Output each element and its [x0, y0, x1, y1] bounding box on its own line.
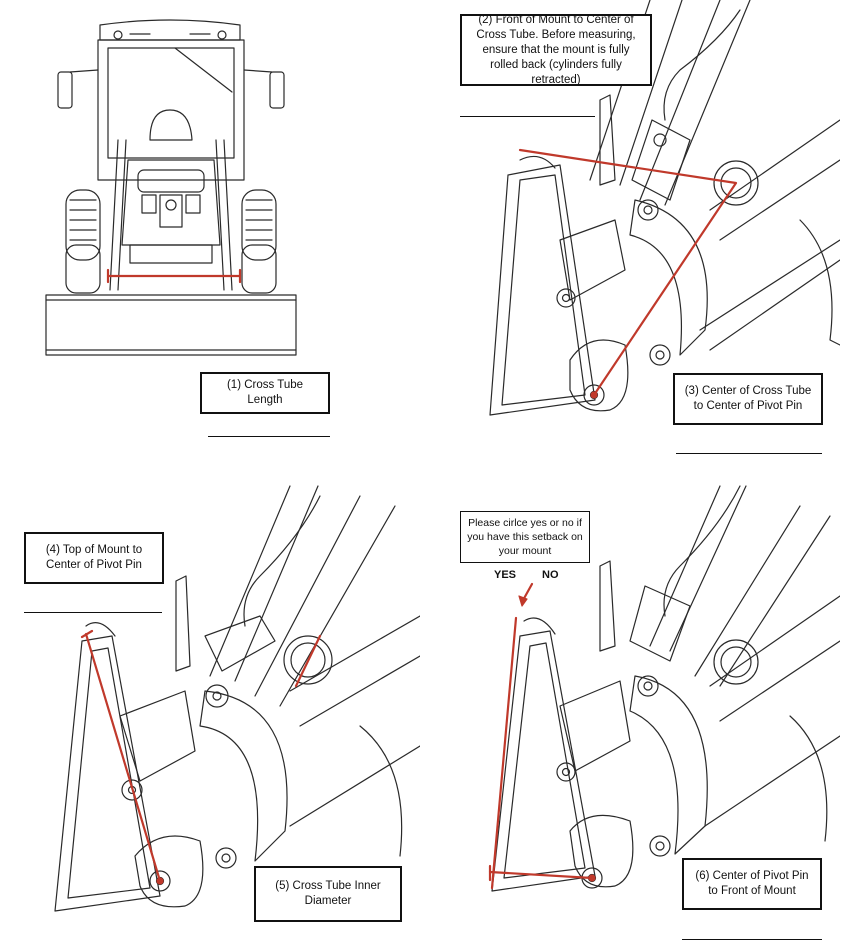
tractor-front-illustration: [45, 19, 297, 356]
front-mount-cross-tube-label: (2) Front of Mount to Center of Cross Tu…: [460, 14, 652, 86]
top-mount-pivot-pin-answer-line[interactable]: [24, 612, 162, 613]
loader-mount-illustration-1: [489, 0, 840, 416]
panel-mount-side-top: (2) Front of Mount to Center of Cross Tu…: [420, 0, 840, 475]
pivot-pin-front-mount-answer-line[interactable]: [682, 939, 822, 940]
panel-cross-tube-length: (1) Cross Tube Length: [0, 0, 420, 475]
loader-mount-illustration-2: [54, 485, 420, 912]
pivot-pin-front-mount-label: (6) Center of Pivot Pin to Front of Moun…: [682, 858, 822, 910]
cross-tube-length-answer-line[interactable]: [208, 436, 330, 437]
front-mount-cross-tube-answer-line[interactable]: [460, 116, 595, 117]
cross-tube-length-label: (1) Cross Tube Length: [200, 372, 330, 414]
cross-tube-pivot-pin-label: (3) Center of Cross Tube to Center of Pi…: [673, 373, 823, 425]
panel-mount-side-bottom-left: (4) Top of Mount to Center of Pivot Pin …: [0, 476, 420, 951]
top-mount-pivot-pin-label: (4) Top of Mount to Center of Pivot Pin: [24, 532, 164, 584]
loader-mount-illustration-3: [488, 485, 840, 892]
setback-question-box: Please cirlce yes or no if you have this…: [460, 511, 590, 563]
cross-tube-pivot-pin-answer-line[interactable]: [676, 453, 822, 454]
panel-mount-side-bottom-right: Please cirlce yes or no if you have this…: [420, 476, 840, 951]
setback-yes-option[interactable]: YES: [494, 569, 517, 581]
cross-tube-inner-diameter-label: (5) Cross Tube Inner Diameter: [254, 866, 402, 922]
setback-no-option[interactable]: NO: [542, 569, 559, 581]
